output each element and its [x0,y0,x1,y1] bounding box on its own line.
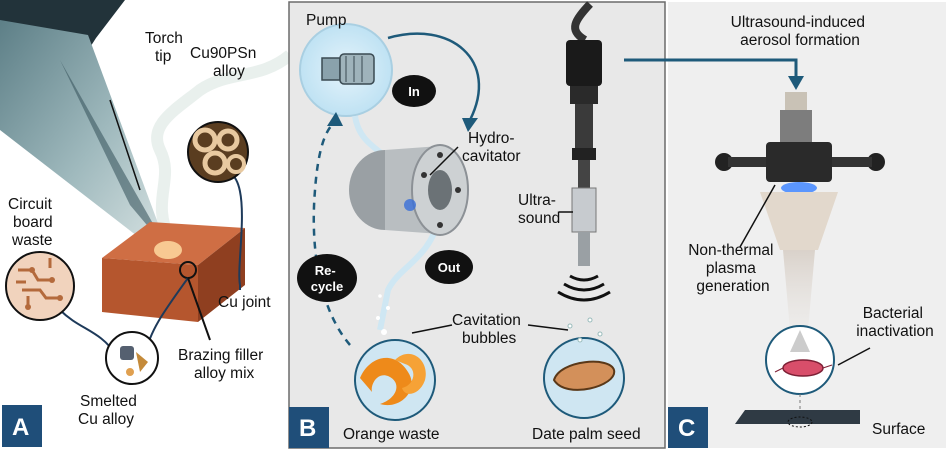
pill-in [392,75,436,107]
badge-c-text: C [678,415,695,442]
pill-recycle-text: Re- cycle [311,263,344,294]
pill-recycle [297,254,357,302]
label-ultrasound: Ultra- sound [518,192,560,227]
label-smelted-cu-alloy: Smelted Cu alloy [78,393,141,428]
label-cavitation-bubbles: Cavitation bubbles [452,312,525,347]
badge-b [289,407,329,448]
aerosol-arrow-head-icon [788,76,804,90]
label-date-palm-seed: Date palm seed [532,426,641,443]
arrow-head-icon [462,118,478,132]
label-orange-waste: Orange waste [343,426,440,443]
label-cu-joint: Cu joint [218,294,271,311]
panel-a: Torch tip Cu90PSn alloy Circuit board wa… [0,0,294,447]
label-circuit-board-waste: Circuit board waste [8,196,57,249]
panel-b: In Out Re- cycle [288,1,666,449]
label-torch-tip: Torch tip [145,30,187,65]
label-bacterial-inactivation: Bacterial inactivation [856,305,934,340]
pill-out-text: Out [438,260,461,275]
hydrocavitator-icon [349,144,469,236]
label-aerosol-formation: Ultrasound-induced aerosol formation [731,14,870,49]
sound-waves-icon [557,274,611,302]
circuit-board-icon [5,251,75,321]
pill-in-text: In [408,84,420,99]
badge-c [668,407,708,448]
panel-c: Ultrasound-induced aerosol formation Non… [624,2,946,448]
label-surface: Surface [872,421,925,438]
pump-icon [299,23,393,117]
torch-icon [0,0,168,250]
label-hydro-cavitator: Hydro- cavitator [462,130,521,165]
label-plasma-generation: Non-thermal plasma generation [688,242,778,295]
badge-b-text: B [299,415,316,442]
flame-glow-icon [154,241,182,259]
recycle-arrow-head-icon [327,112,343,126]
date-seed-icon [543,317,625,419]
plasma-device-icon [715,92,885,330]
smelting-icon [105,331,159,385]
label-pump: Pump [306,12,347,29]
bacteria-icon [765,325,835,395]
ultrasound-probe-icon [566,1,602,266]
alloy-rings-icon [187,121,249,183]
badge-a [2,405,42,447]
orange-peel-icon [354,294,436,421]
surface-plate-icon [735,410,860,424]
label-cu90psn-alloy: Cu90PSn alloy [190,45,261,80]
pill-out [425,250,473,284]
label-brazing-filler: Brazing filler alloy mix [178,347,268,382]
badge-a-text: A [12,414,29,441]
smoke-icon [151,50,294,243]
